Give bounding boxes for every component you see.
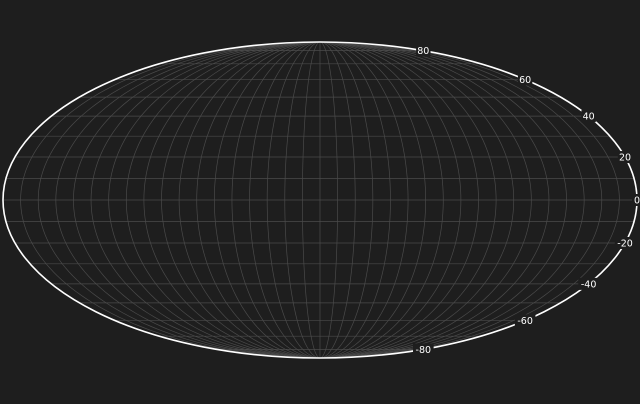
latitude-label-background	[416, 44, 431, 57]
latitude-label: -20	[617, 238, 633, 249]
latitude-label-background	[578, 277, 599, 290]
latitude-label-background	[514, 314, 536, 327]
latitude-label: -80	[416, 345, 432, 356]
latitude-label-background	[581, 110, 596, 123]
latitude-labels: 80 60 40 20 0 -20 -40 -60 -80	[413, 44, 640, 356]
latitude-label: 80	[417, 46, 429, 57]
latitude-label-background	[413, 343, 434, 356]
latitude-label: 60	[519, 75, 531, 86]
latitude-label: 20	[619, 153, 631, 164]
latitude-label: -60	[517, 316, 533, 327]
latitude-label-background	[617, 151, 633, 164]
latitude-label-background	[517, 73, 533, 86]
latitude-label: 0	[634, 196, 640, 207]
graticule	[3, 41, 637, 359]
latitude-label: 40	[583, 112, 595, 123]
latitude-label-background	[632, 194, 640, 206]
latitude-label: -40	[581, 279, 597, 290]
latitude-label-background	[614, 236, 636, 249]
